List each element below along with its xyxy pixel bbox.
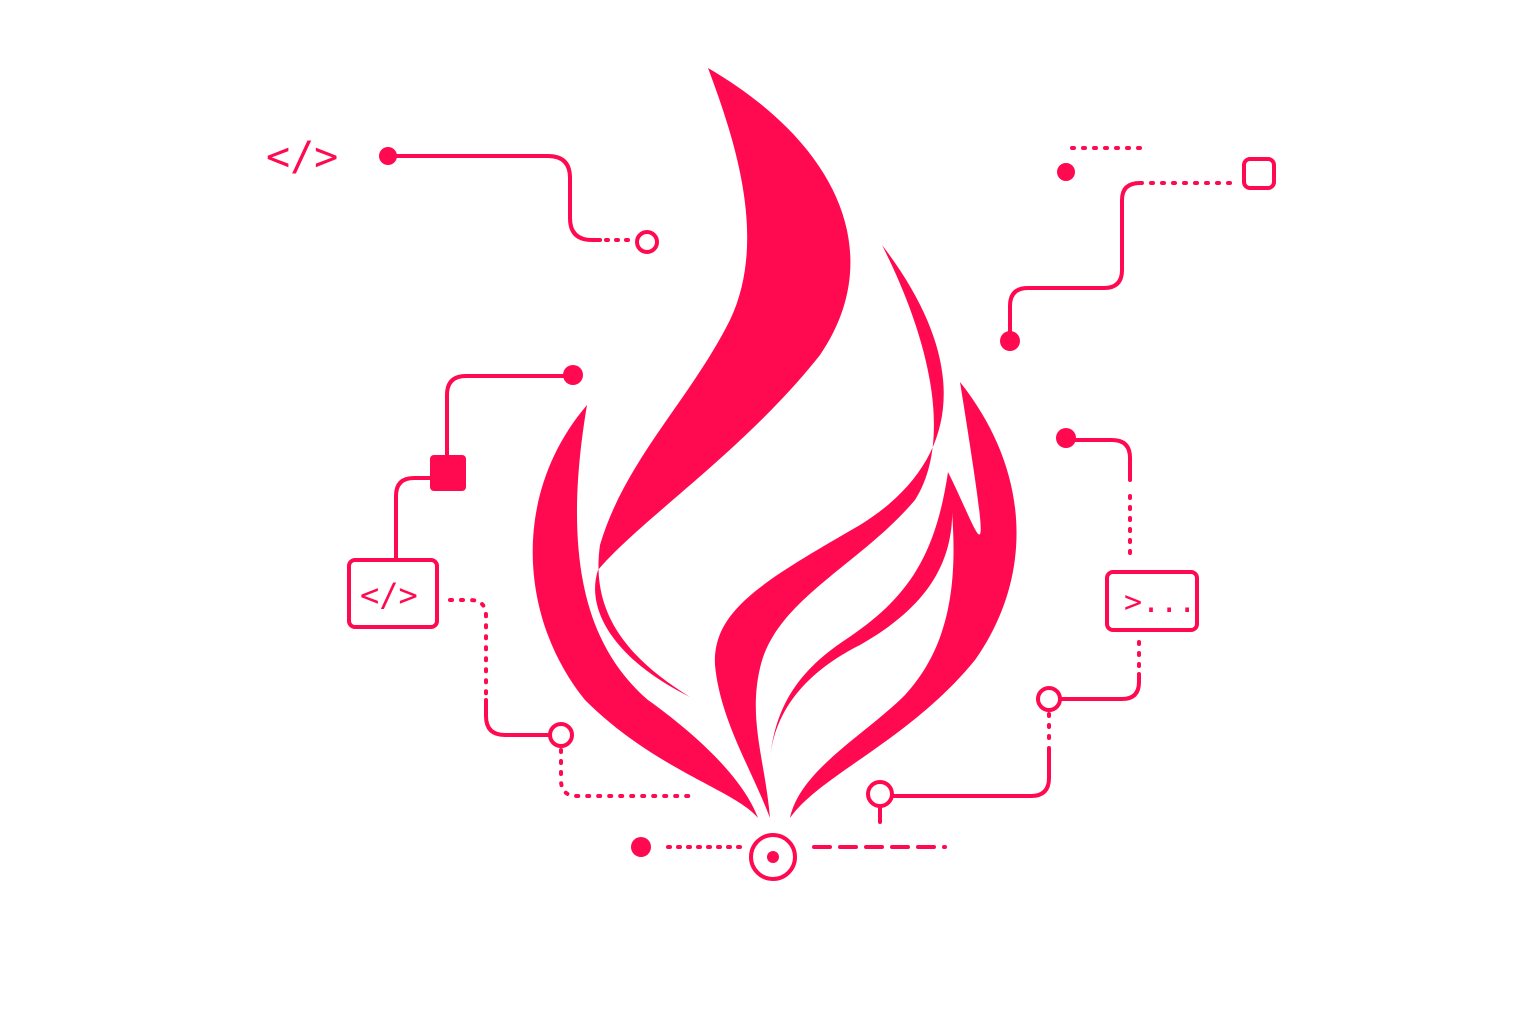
circuit-trace (892, 746, 1051, 798)
flame-icon (532, 68, 1017, 818)
circuit-trace (484, 698, 550, 737)
circuit-node-icon (1000, 331, 1020, 351)
circuit-trace (445, 374, 575, 462)
circuit-top-left: </> (266, 134, 659, 254)
flame-right-tongue (790, 382, 1017, 818)
circuit-dotted-trace (559, 748, 697, 798)
square-node-icon (1242, 157, 1276, 190)
code-tag-icon: </> (266, 134, 338, 180)
circuit-trace (1064, 438, 1132, 482)
flame-right-curl (770, 472, 953, 760)
flame-left-tongue (532, 405, 758, 818)
circuit-node-icon (866, 780, 894, 808)
circuit-node-icon (631, 837, 651, 857)
terminal-box-icon (1105, 570, 1199, 632)
circuit-dotted-trace (448, 598, 488, 702)
circuit-base (631, 833, 947, 881)
circuit-node-icon (1057, 163, 1075, 181)
square-node-icon (430, 455, 466, 491)
circuit-trace (394, 476, 432, 560)
code-tag-icon: </> (360, 576, 418, 614)
circuit-top-right (1000, 146, 1276, 351)
circuit-trace (1008, 181, 1142, 334)
circuit-mid-left: </> (347, 365, 697, 798)
circuit-mid-right: >... (866, 428, 1199, 824)
target-center-dot (767, 851, 779, 863)
circuit-trace (1060, 672, 1141, 701)
flame-center-tongue (595, 68, 851, 697)
terminal-prompt-icon: >... (1124, 585, 1196, 620)
circuit-node-icon (635, 230, 659, 254)
circuit-node-icon (1036, 686, 1062, 712)
code-box-icon (347, 558, 439, 629)
circuit-node-icon (548, 722, 574, 748)
circuit-trace (386, 154, 602, 242)
